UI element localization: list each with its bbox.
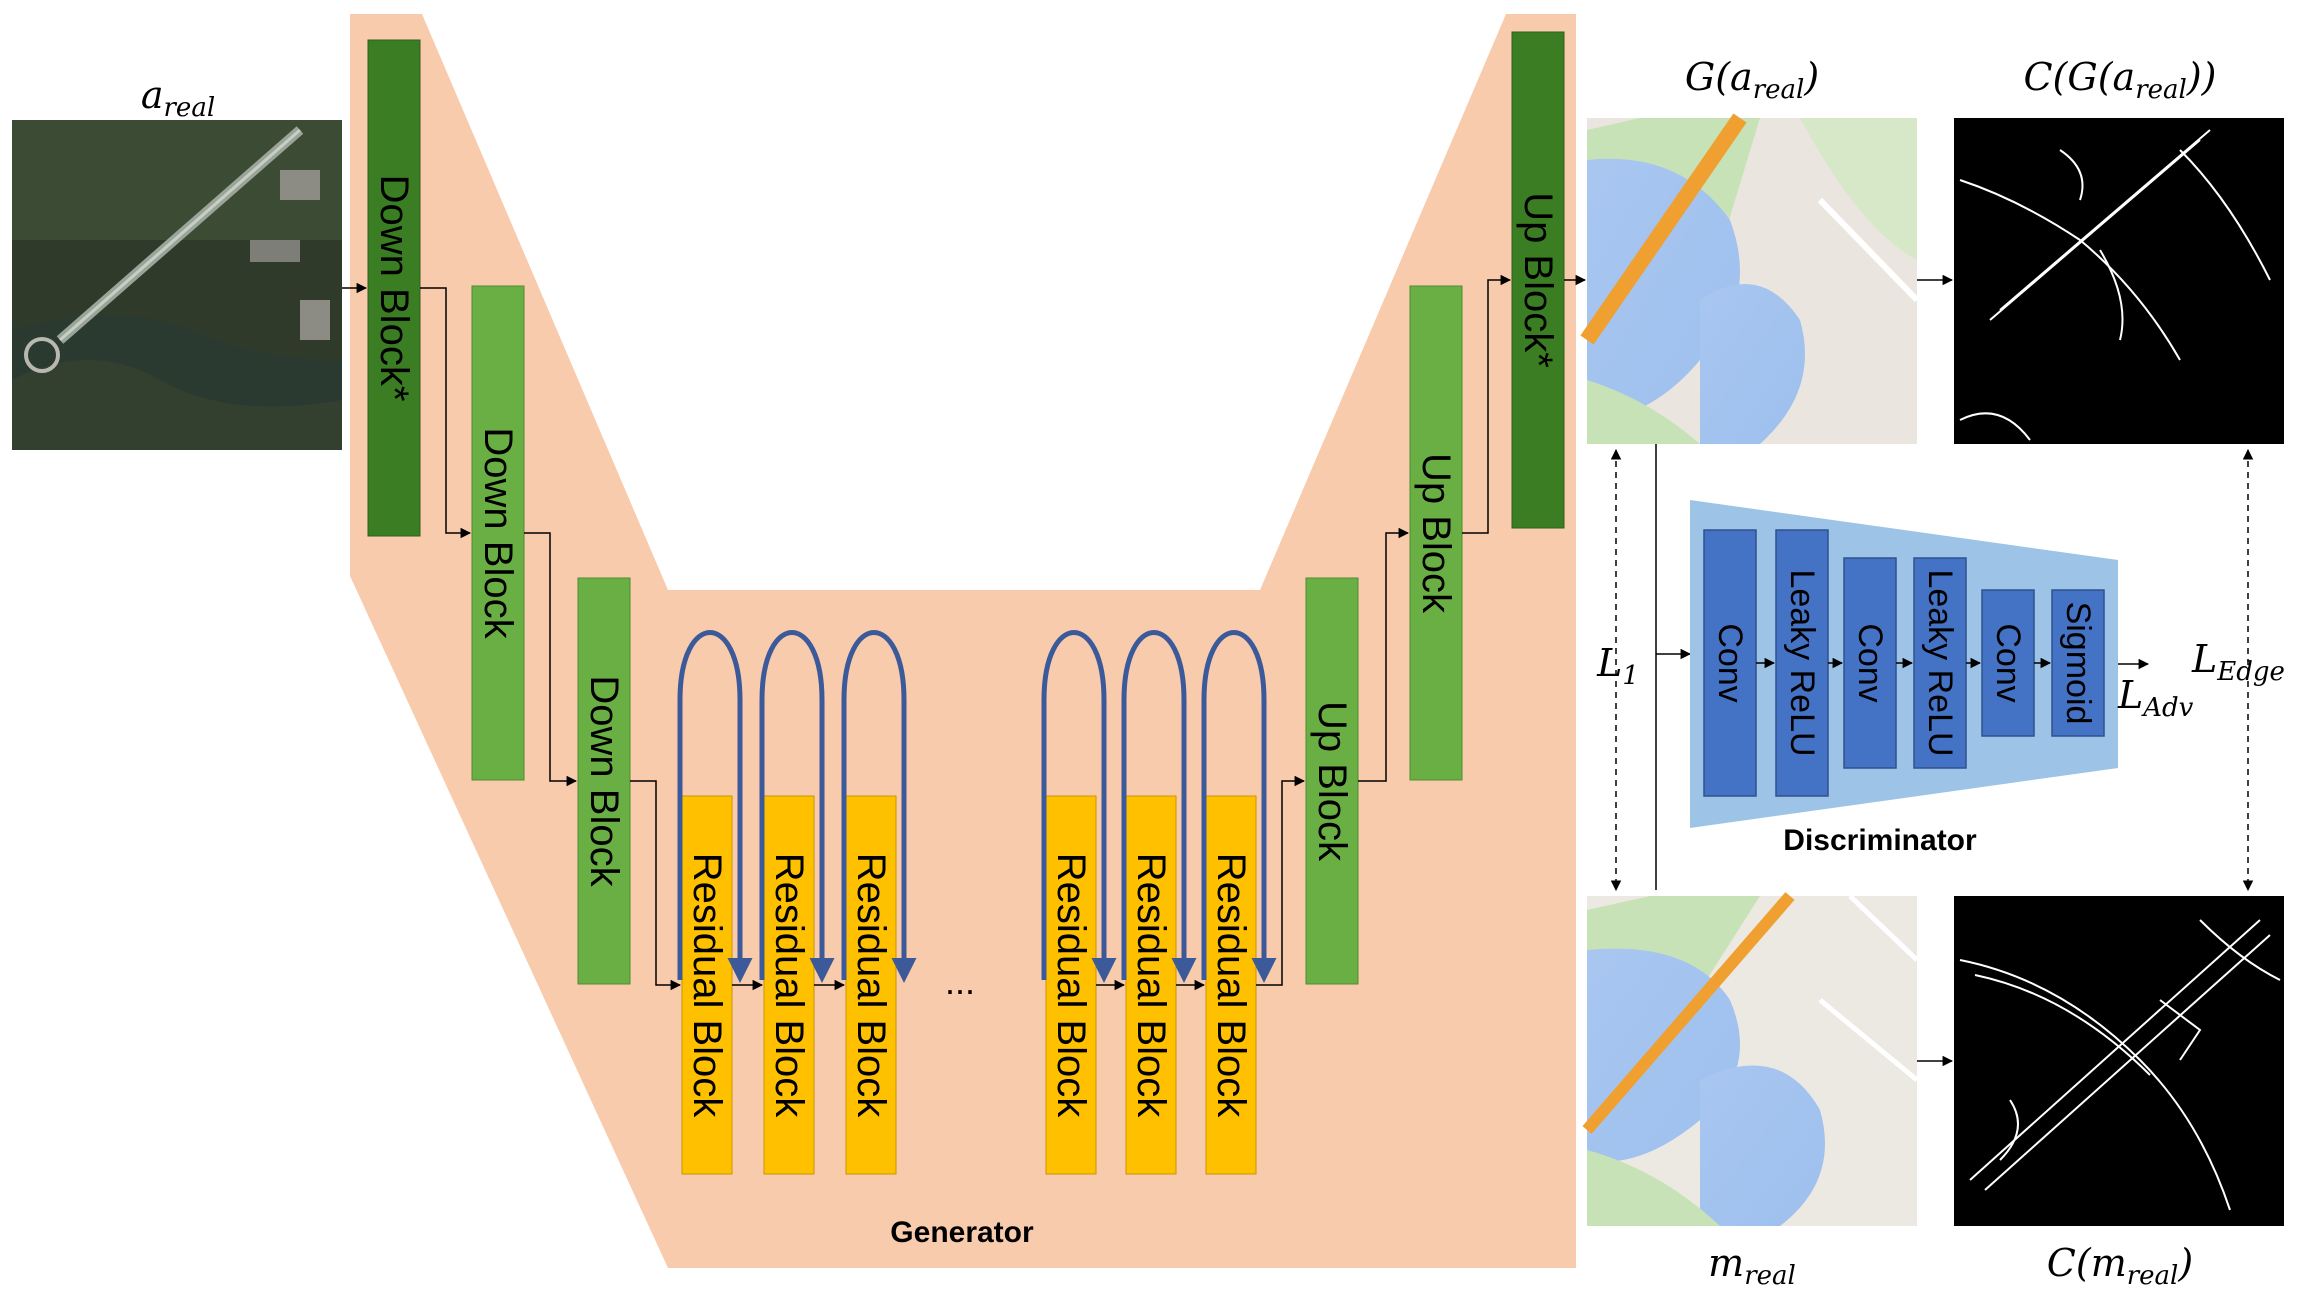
label-l-edge: LEdge [2191,637,2285,687]
disc-layer-4-label: Leaky ReLU [1921,569,1959,756]
disc-layer-6: Sigmoid [2051,589,2105,737]
residual-block-2: Residual Block [763,795,815,1175]
generator-caption: Generator [890,1216,1034,1249]
real-map-image [1582,892,1919,1226]
residual-block-5-label: Residual Block [1129,853,1173,1119]
label-g-a-real: G(areal) [1685,55,1819,105]
label-m-real: mreal [1708,1241,1796,1291]
flow-connectors [342,274,2150,1067]
residual-block-4-label: Residual Block [1049,853,1093,1119]
down-block-2: Down Block [471,285,525,781]
residual-block-2-label: Residual Block [767,853,811,1119]
residual-block-3: Residual Block [845,795,897,1175]
down-block-3-label: Down Block [582,675,626,887]
label-c-m-real: C(mreal) [2047,1241,2193,1291]
generated-edge-image [1954,118,2284,444]
residual-block-1-label: Residual Block [685,853,729,1119]
satellite-image [12,120,342,450]
down-block-1: Down Block* [367,39,421,537]
skip-arc-1 [677,630,753,983]
label-l-adv: LAdv [2117,673,2194,723]
skip-arc-3 [841,630,917,983]
disc-layer-1: Conv [1703,529,1757,797]
residual-block-6: Residual Block [1205,795,1257,1175]
up-block-2-label: Up Block [1414,453,1458,614]
up-block-3: Up Block* [1511,31,1565,529]
up-block-2: Up Block [1409,285,1463,781]
disc-layer-1-label: Conv [1711,623,1749,702]
generator-background [350,14,1576,1268]
disc-layer-5: Conv [1981,589,2035,737]
up-block-1-label: Up Block [1310,701,1354,862]
skip-arc-2 [759,630,835,983]
disc-layer-2-label: Leaky ReLU [1783,569,1821,756]
label-a-real: areal [141,73,215,123]
loss-links [1610,448,2254,892]
residual-block-6-label: Residual Block [1209,853,1253,1119]
real-edge-image [1954,896,2284,1226]
discriminator-caption: Discriminator [1783,824,1977,857]
skip-arc-5 [1121,630,1197,983]
residual-block-5: Residual Block [1125,795,1177,1175]
disc-layer-3: Conv [1843,557,1897,769]
residual-block-4: Residual Block [1045,795,1097,1175]
residual-block-1: Residual Block [681,795,733,1175]
down-block-3: Down Block [577,577,631,985]
skip-arc-6 [1201,630,1277,983]
ellipsis: ... [945,961,975,1002]
disc-layer-5-label: Conv [1989,623,2027,702]
disc-layer-6-label: Sigmoid [2059,602,2097,725]
skip-arc-4 [1041,630,1117,983]
up-block-1: Up Block [1305,577,1359,985]
disc-layer-2: Leaky ReLU [1775,529,1829,797]
skip-connection-arcs [677,630,1277,983]
disc-layer-4: Leaky ReLU [1913,557,1967,769]
generated-map-image [1580,113,1920,444]
label-l1: L1 [1596,641,1639,691]
label-c-g-a-real: C(G(areal)) [2023,55,2216,105]
down-block-2-label: Down Block [476,427,520,639]
up-block-3-label: Up Block* [1516,192,1560,368]
disc-layer-3-label: Conv [1851,623,1889,702]
residual-block-3-label: Residual Block [849,853,893,1119]
down-block-1-label: Down Block* [372,175,416,402]
